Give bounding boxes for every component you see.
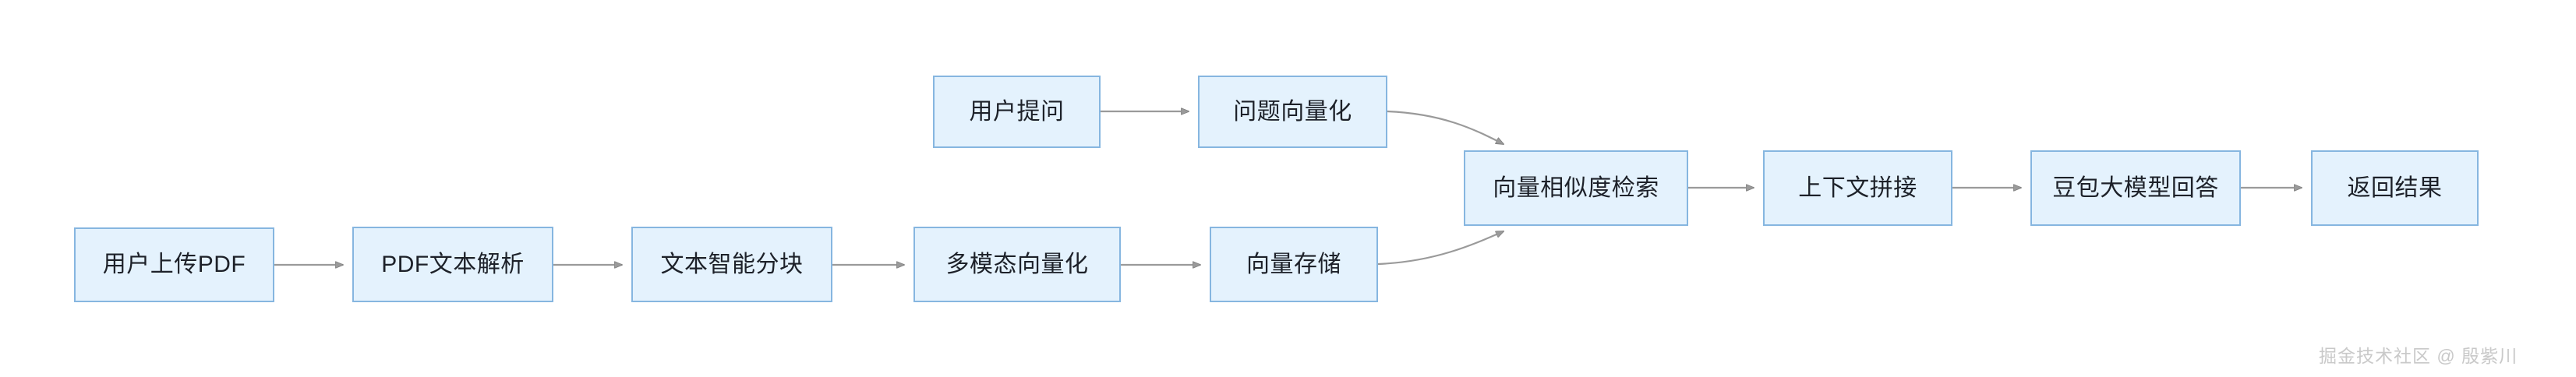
node-label: 向量存储 (1246, 251, 1341, 277)
node-context-concat[interactable]: 上下文拼接 (1763, 150, 1952, 226)
edge-store-to-similarity (1377, 230, 1504, 266)
edge-questionvec-to-similarity (1387, 110, 1504, 145)
node-label: PDF文本解析 (381, 251, 525, 277)
watermark-text: 掘金技术社区 @ 殷紫川 (2319, 346, 2518, 366)
node-return-result[interactable]: 返回结果 (2311, 150, 2479, 226)
node-vector-store[interactable]: 向量存储 (1210, 227, 1378, 302)
node-text-chunk[interactable]: 文本智能分块 (631, 227, 832, 302)
node-label: 返回结果 (2347, 174, 2443, 201)
node-label: 问题向量化 (1233, 98, 1352, 125)
node-similarity-search[interactable]: 向量相似度检索 (1464, 150, 1688, 226)
node-question-vectorize[interactable]: 问题向量化 (1198, 76, 1387, 148)
node-pdf-parse[interactable]: PDF文本解析 (352, 227, 553, 302)
node-label: 文本智能分块 (660, 251, 804, 277)
node-upload-pdf[interactable]: 用户上传PDF (74, 227, 274, 302)
node-label: 用户上传PDF (102, 252, 246, 277)
node-label: 多模态向量化 (945, 251, 1089, 277)
node-multimodal-vectorize[interactable]: 多模态向量化 (913, 227, 1121, 302)
node-label: 上下文拼接 (1798, 174, 1917, 201)
node-label: 豆包大模型回答 (2052, 174, 2219, 201)
node-doubao-answer[interactable]: 豆包大模型回答 (2030, 150, 2241, 226)
node-user-question[interactable]: 用户提问 (933, 76, 1101, 148)
node-label: 用户提问 (969, 98, 1065, 125)
node-label: 向量相似度检索 (1493, 174, 1659, 201)
